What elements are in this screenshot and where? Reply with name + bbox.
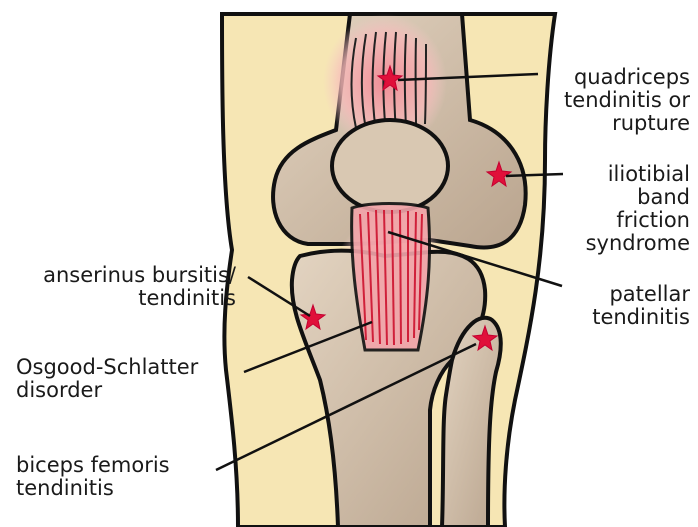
- label-osgood: Osgood-Schlatter disorder: [16, 356, 198, 402]
- label-iliotibial: iliotibial band friction syndrome: [586, 163, 690, 255]
- label-patellar: patellar tendinitis: [592, 283, 690, 329]
- label-anserinus: anserinus bursitis/ tendinitis: [10, 264, 236, 310]
- label-biceps: biceps femoris tendinitis: [16, 454, 170, 500]
- label-quadriceps: quadriceps tendinitis or rupture: [564, 66, 690, 135]
- patella: [332, 120, 448, 212]
